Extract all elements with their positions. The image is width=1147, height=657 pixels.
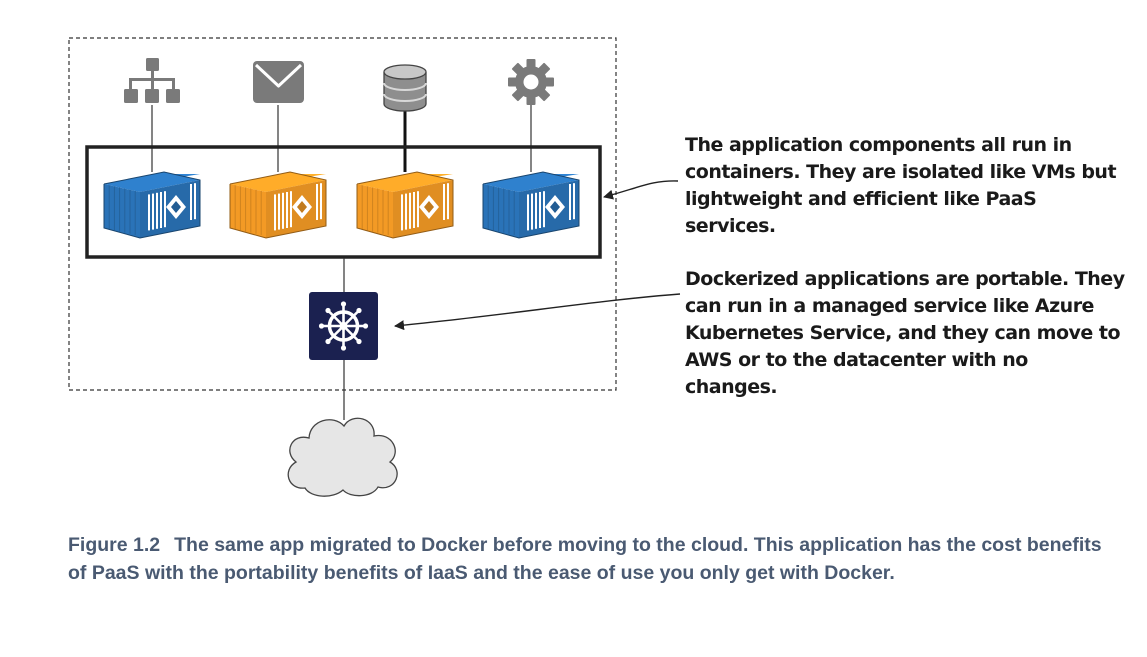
callout-containers: The application components all run in co… (685, 134, 1117, 237)
callout-arrow-kubernetes (394, 293, 681, 331)
cloud-icon (287, 417, 398, 497)
hierarchy-icon (124, 58, 180, 103)
containers-group-box (85, 145, 602, 259)
cloud-boundary-box (68, 37, 617, 391)
container-orange (229, 171, 327, 239)
figure-caption-text: The same app migrated to Docker before m… (68, 534, 1102, 584)
kubernetes-icon (309, 292, 378, 360)
container-orange (356, 171, 454, 239)
architecture-diagram (68, 37, 681, 497)
mail-icon (253, 61, 304, 103)
figure-label: Figure 1.2 (68, 534, 161, 556)
callout-arrow-containers (603, 180, 679, 200)
database-icon (383, 64, 427, 112)
container-blue (103, 171, 201, 239)
callout-portability: Dockerized applications are portable. Th… (685, 268, 1125, 398)
gear-icon (508, 59, 554, 105)
container-blue (482, 171, 580, 239)
